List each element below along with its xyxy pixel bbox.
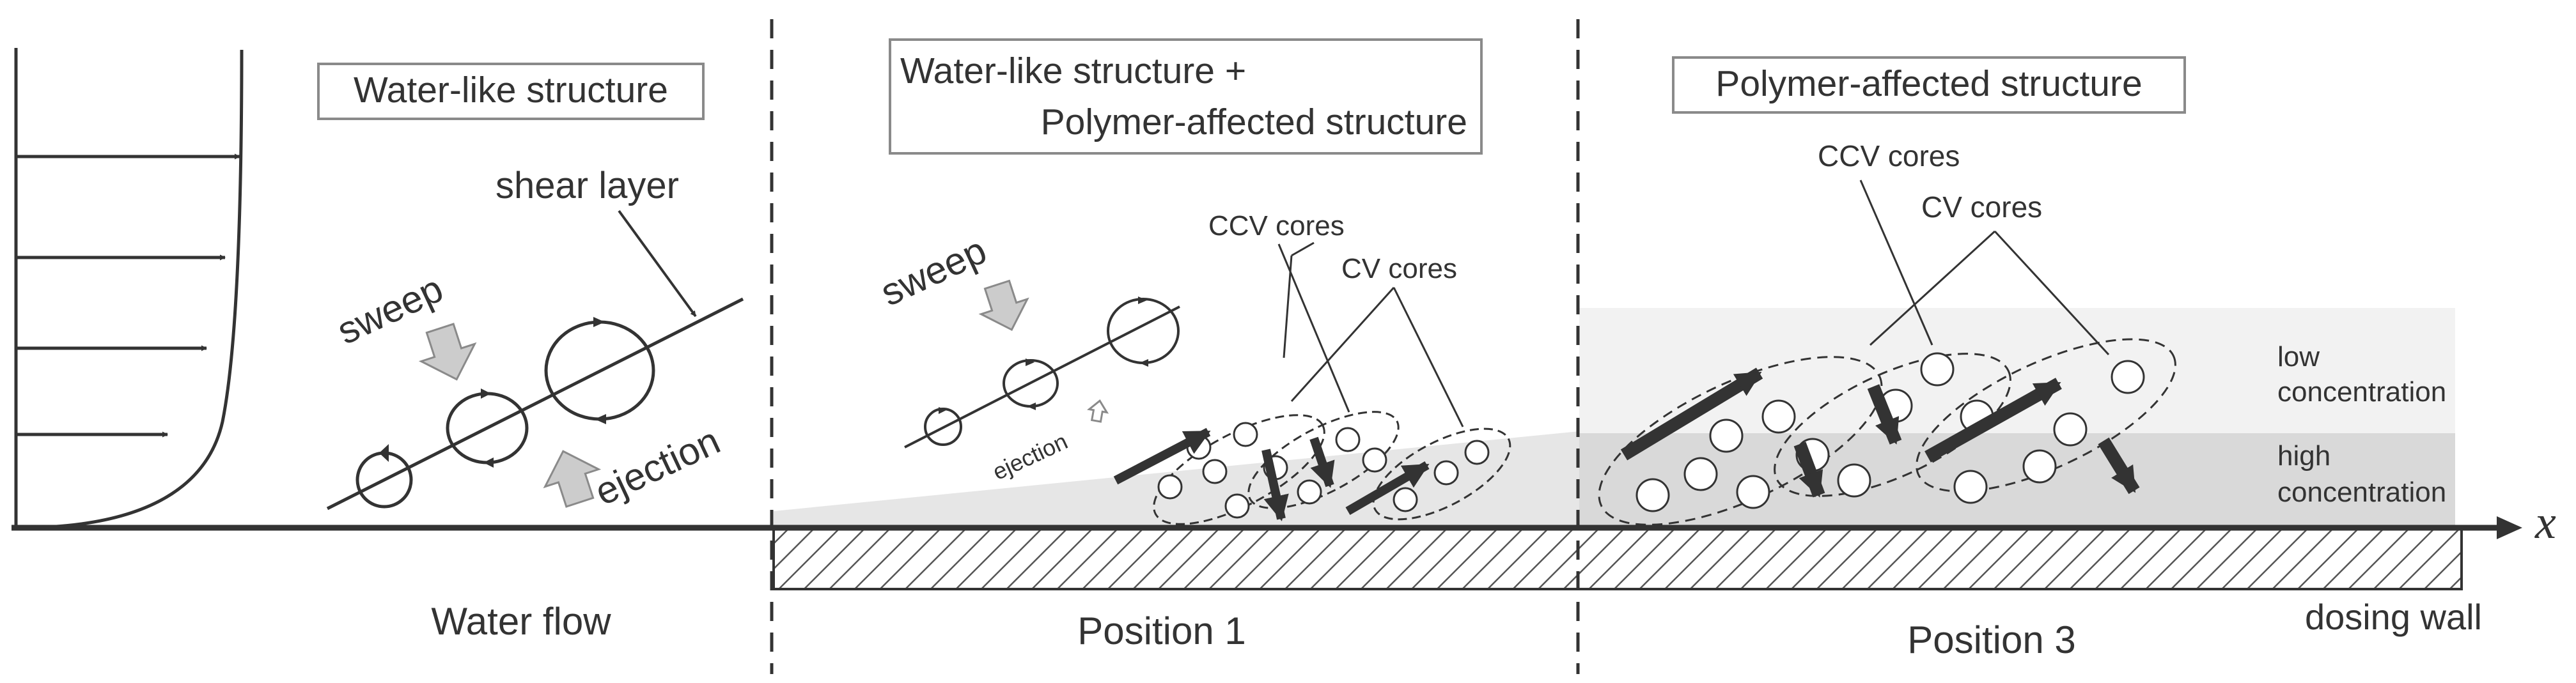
vortex-1 [355,444,413,509]
vortex-core [1683,457,1718,491]
vortex-core [1233,422,1258,447]
solid-arrows-position-3 [1620,367,2140,498]
ccv-cores-label-1: CCV cores [1208,210,1345,242]
vortex-core [2111,360,2145,394]
dashed-structure [1916,338,2176,493]
dashed-structure [1774,353,2011,497]
dashed-structure [1247,411,1400,509]
water-like-box [317,63,705,120]
core-pointers-1 [1277,242,1464,427]
vortex-core [1920,352,1955,387]
vortex-core [1335,427,1361,452]
position-3-label: Position 3 [1907,618,2076,661]
x-axis-arrowhead [2497,516,2522,539]
low-concentration-label-2: concentration [2277,376,2446,408]
velocity-profile [14,48,244,530]
mixed-box [889,38,1483,155]
vortex-core [1202,459,1228,484]
shear-layer-line [326,297,744,510]
vortex-core [1464,440,1490,465]
ejection-label-1: ejection [588,419,726,514]
high-concentration-label-2: concentration [2277,477,2446,508]
ccv-cores-label-2: CCV cores [1818,139,1960,173]
vortex-2 [446,388,529,468]
vortex-core [1157,474,1183,500]
cv-cores-label-2: CV cores [1921,190,2042,224]
water-flow-label: Water flow [431,600,611,643]
vortex-small [924,407,962,446]
polymer-affected-title: Polymer-affected structure [1715,63,2142,104]
vortex-core [1837,463,1871,498]
vortex-core [2053,412,2088,447]
high-concentration-label-1: high [2277,440,2330,472]
vortex-core [1761,399,1796,434]
vortex-core [2022,449,2057,484]
vortex-3 [544,317,655,424]
solid-arrows-position-1 [1113,427,1430,521]
vortex-core [1362,447,1387,473]
position-1-label: Position 1 [1077,610,1246,652]
low-concentration-label-1: low [2277,341,2320,372]
vortex-core [1393,487,1418,512]
ejection-label-2: ejection [988,428,1072,486]
water-like-title: Water-like structure [354,70,668,111]
x-axis-label: x [2534,496,2556,549]
sweep-label-2: sweep [874,229,993,314]
ejection-arrow-1 [543,450,602,508]
vortex-core [1736,475,1770,509]
ejection-arrow-2 [1087,399,1109,423]
vortex-core [1709,418,1744,453]
mixed-title-line-1: Water-like structure + [900,50,1246,91]
vortex-core [1224,493,1250,519]
core-cluster-2 [1635,352,2145,512]
vortex-small [1003,358,1059,410]
polymer-affected-box [1672,56,2186,114]
vortex-small [1107,296,1180,367]
dosing-wall-label: dosing wall [2305,597,2482,637]
dosing-wall [772,526,2463,590]
shear-layer-line-2 [904,305,1180,449]
core-pointers-2 [1859,180,2110,356]
cv-cores-label-1: CV cores [1341,253,1457,284]
vortex-core [1953,470,1988,504]
shear-layer-label: shear layer [496,165,679,206]
shear-layer-pointer [618,210,697,318]
mixed-title-line-2: Polymer-affected structure [1041,102,1467,142]
vortex-core [1635,478,1670,512]
vortex-core [1297,479,1322,505]
vortex-core [1433,460,1459,486]
sweep-arrow-2 [978,279,1029,332]
sweep-arrow-1 [418,323,477,381]
